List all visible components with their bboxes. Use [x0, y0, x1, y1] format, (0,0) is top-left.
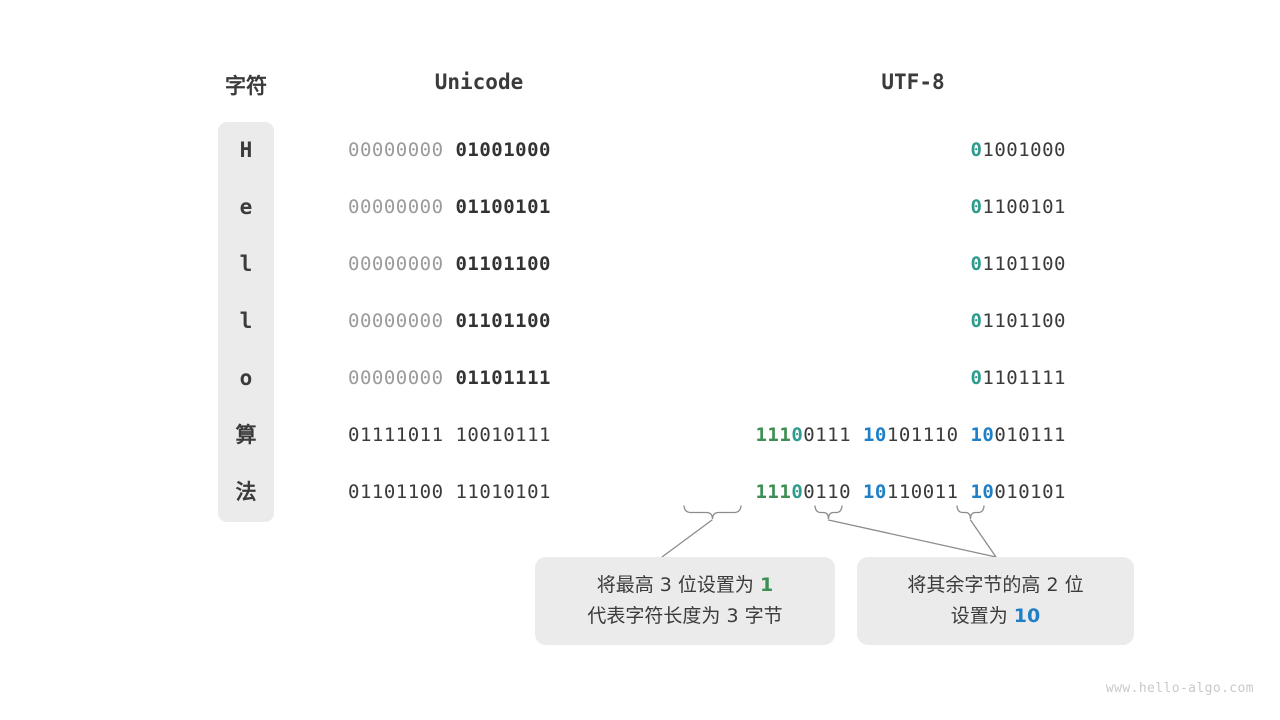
watermark: www.hello-algo.com: [1105, 681, 1254, 696]
unicode-cell: 00000000 01001000: [348, 122, 610, 179]
utf8-cell: 01101100: [640, 236, 1066, 293]
unicode-high-byte: 00000000: [348, 310, 444, 332]
utf8-bit-group-green: 111: [755, 481, 792, 503]
utf8-cell: 01101111: [640, 350, 1066, 407]
utf8-bit-group-plain: 0110: [803, 481, 852, 503]
utf8-bit-group-plain: 101110: [886, 424, 959, 446]
unicode-low-byte: 01101100: [455, 253, 551, 275]
utf8-bit-group-plain: [851, 424, 863, 446]
byte-separator: [444, 424, 456, 446]
unicode-low-byte: 01101111: [455, 367, 551, 389]
callout-left-line1-text: 将最高 3 位设置为: [596, 574, 760, 596]
callout-left: 将最高 3 位设置为 1 代表字符长度为 3 字节: [535, 557, 835, 645]
unicode-low-byte: 01101100: [455, 310, 551, 332]
utf8-bit-group-blue: 10: [970, 481, 995, 503]
callout-right: 将其余字节的高 2 位 设置为 10: [857, 557, 1134, 645]
unicode-high-byte: 01111011: [348, 424, 444, 446]
unicode-low-byte: 01001000: [455, 139, 551, 161]
unicode-low-byte: 01100101: [455, 196, 551, 218]
callout-left-line2: 代表字符长度为 3 字节: [587, 605, 783, 627]
utf8-bit-group-teal: 0: [970, 253, 983, 275]
utf8-cell: 01001000: [640, 122, 1066, 179]
byte-separator: [444, 139, 456, 161]
column-header-utf8: UTF-8: [881, 70, 945, 94]
column-header-unicode: Unicode: [434, 70, 524, 94]
utf8-bit-group-plain: 1101111: [982, 367, 1066, 389]
utf8-bit-group-plain: 110011: [886, 481, 959, 503]
utf8-bit-group-teal: 0: [970, 196, 983, 218]
utf8-cell: 11100111 10101110 10010111: [640, 407, 1066, 464]
column-header-character: 字符: [225, 74, 267, 98]
callout-right-line2-highlight: 10: [1013, 605, 1041, 627]
character-cell: 算: [235, 423, 257, 447]
unicode-low-byte: 11010101: [455, 481, 551, 503]
byte-separator: [444, 196, 456, 218]
byte-separator: [444, 367, 456, 389]
callout-right-line2-text: 设置为: [950, 605, 1014, 627]
byte-separator: [444, 253, 456, 275]
utf8-bit-group-teal: 0: [791, 424, 804, 446]
character-cell: e: [239, 195, 253, 219]
utf8-cell: 01101100: [640, 293, 1066, 350]
unicode-cell: 00000000 01101100: [348, 293, 610, 350]
unicode-cell: 00000000 01101100: [348, 236, 610, 293]
byte-separator: [444, 481, 456, 503]
unicode-high-byte: 00000000: [348, 253, 444, 275]
utf8-bit-group-teal: 0: [970, 139, 983, 161]
callout-right-line1: 将其余字节的高 2 位: [907, 574, 1084, 596]
character-cell: l: [239, 309, 253, 333]
utf8-bit-group-teal: 0: [970, 367, 983, 389]
character-cell: o: [239, 366, 253, 390]
utf8-bit-group-teal: 0: [791, 481, 804, 503]
character-cell: l: [239, 252, 253, 276]
utf8-bit-group-plain: [959, 424, 971, 446]
unicode-high-byte: 00000000: [348, 367, 444, 389]
unicode-high-byte: 01101100: [348, 481, 444, 503]
utf8-bit-group-plain: 010111: [994, 424, 1066, 446]
unicode-high-byte: 00000000: [348, 196, 444, 218]
callout-left-line1-highlight: 1: [759, 574, 774, 596]
utf8-bit-group-blue: 10: [862, 424, 887, 446]
character-column-strip: [218, 122, 274, 522]
utf8-bit-group-plain: 1001000: [982, 139, 1066, 161]
utf8-bit-group-plain: 010101: [994, 481, 1066, 503]
utf8-bit-group-plain: [851, 481, 863, 503]
callout-right-line2: 设置为 10: [951, 601, 1041, 632]
unicode-cell: 00000000 01100101: [348, 179, 610, 236]
utf8-bit-group-plain: 1100101: [982, 196, 1066, 218]
utf8-bit-group-blue: 10: [862, 481, 887, 503]
utf8-bit-group-blue: 10: [970, 424, 995, 446]
byte-separator: [444, 310, 456, 332]
unicode-cell: 01101100 11010101: [348, 464, 610, 521]
utf8-bit-group-plain: 0111: [803, 424, 852, 446]
utf8-bit-group-green: 111: [755, 424, 792, 446]
unicode-cell: 01111011 10010111: [348, 407, 610, 464]
utf8-cell: 11100110 10110011 10010101: [640, 464, 1066, 521]
character-cell: H: [239, 138, 253, 162]
unicode-cell: 00000000 01101111: [348, 350, 610, 407]
unicode-high-byte: 00000000: [348, 139, 444, 161]
utf8-cell: 01100101: [640, 179, 1066, 236]
utf8-bit-group-plain: 1101100: [982, 253, 1066, 275]
utf8-bit-group-plain: [959, 481, 971, 503]
utf8-bit-group-plain: 1101100: [982, 310, 1066, 332]
utf8-bit-group-teal: 0: [970, 310, 983, 332]
callout-left-line1: 将最高 3 位设置为 1: [597, 570, 773, 601]
unicode-low-byte: 10010111: [455, 424, 551, 446]
character-cell: 法: [235, 480, 257, 504]
